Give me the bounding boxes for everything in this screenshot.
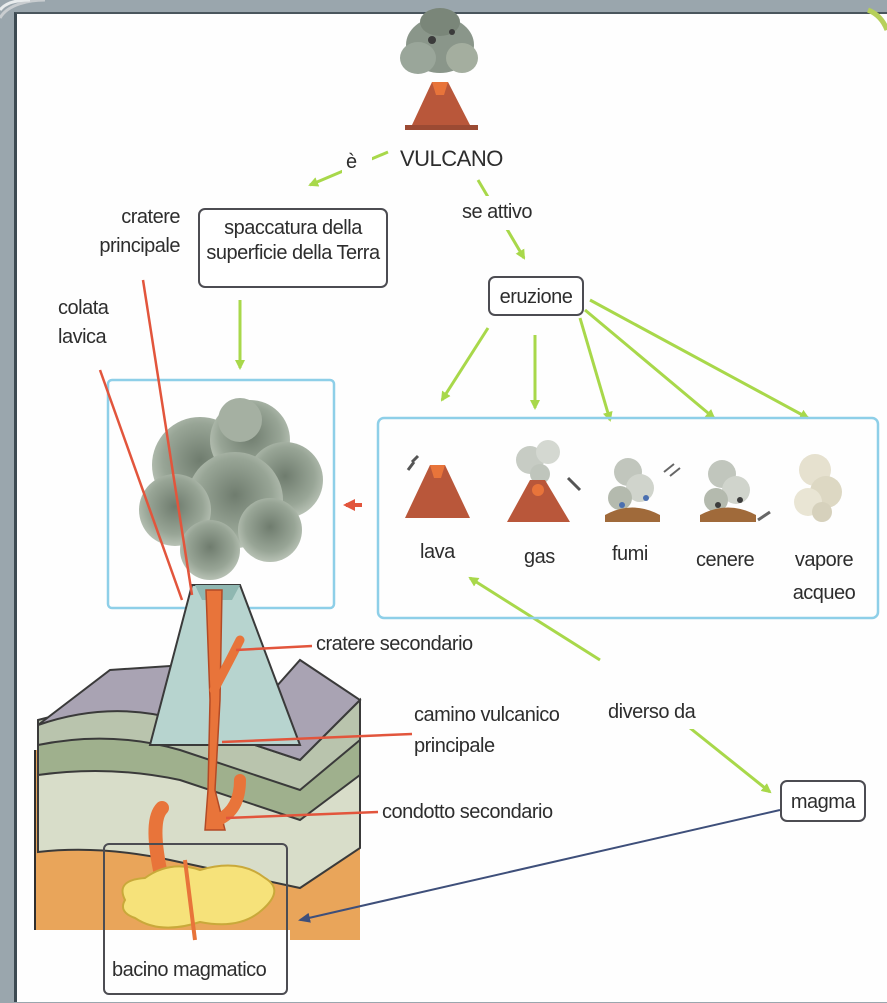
main-crater-line-1: cratere [94,205,180,230]
link-if-active: se attivo [462,200,532,225]
main-crater-line-2: principale [94,234,180,259]
label-secondary-crater: cratere secondario [316,632,473,657]
root-concept: VULCANO [400,145,503,173]
definition-line-2: superficie della Terra [206,241,380,266]
link-is: è [346,150,357,175]
label-secondary-conduit: condotto secondario [382,800,553,825]
steam-icon [794,454,842,522]
label-lava-flow: colata lavica [58,296,108,350]
volcano-cross-section [35,585,360,940]
eruption-box: eruzione [488,276,584,316]
magma-box: magma [780,780,866,822]
link-different-from: diverso da [608,700,695,725]
label-magma-chamber: bacino magmatico [112,958,266,983]
main-vent-line-1: camino vulcanico [414,703,559,728]
definition-box: spaccatura della superficie della Terra [198,208,388,288]
lava-flow-line-1: colata [58,296,108,321]
ash-icon [700,460,770,522]
lava-flow-line-2: lavica [58,325,108,350]
label-main-crater: cratere principale [94,205,180,259]
definition-line-1: spaccatura della [206,216,380,241]
steam-line-1: vapore [784,548,864,573]
product-lava-label: lava [420,540,455,565]
magma-to-chamber-arrow [300,810,780,920]
product-gas-label: gas [524,545,555,570]
gas-icon [507,440,580,522]
corner-decoration-left [0,0,45,18]
product-steam-label: vapore acqueo [784,548,864,606]
steam-line-2: acqueo [784,581,864,606]
main-vent-line-2: principale [414,734,559,759]
product-fumes-label: fumi [612,542,648,567]
label-main-vent: camino vulcanico principale [414,703,559,759]
volcano-icon [400,8,478,130]
corner-decoration-right [868,10,887,30]
product-ash-label: cenere [696,548,754,573]
lava-icon [405,456,470,518]
fumes-icon [605,458,680,522]
